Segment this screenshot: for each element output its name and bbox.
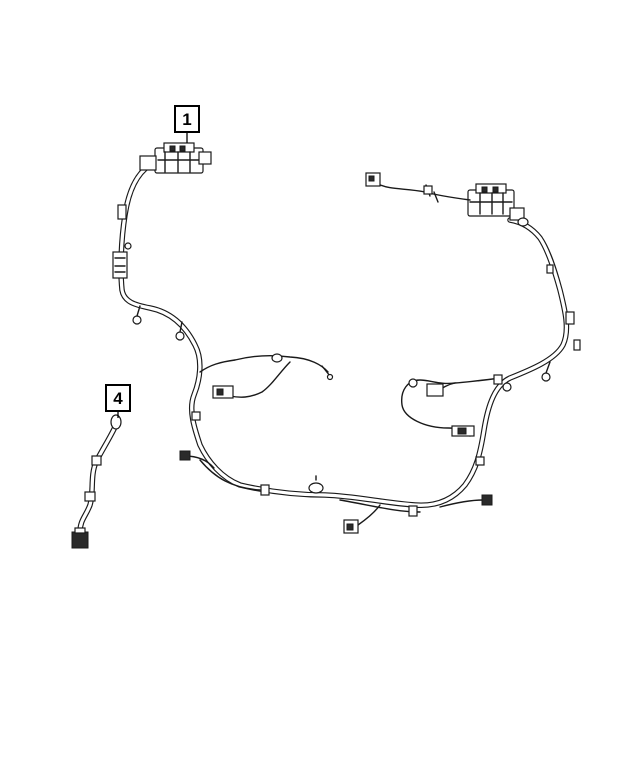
callout-4-label: 4 — [113, 389, 123, 408]
callout-1: 1 — [174, 105, 200, 143]
callout-1-box — [174, 105, 200, 133]
left-sensor-module — [139, 142, 212, 174]
callout-1-label: 1 — [182, 110, 191, 129]
jumper-harness — [71, 414, 122, 549]
right-sensor-module — [467, 183, 529, 227]
callout-4-box — [105, 384, 131, 412]
main-wiring-harness — [112, 142, 581, 534]
callout-4: 4 — [105, 384, 131, 418]
